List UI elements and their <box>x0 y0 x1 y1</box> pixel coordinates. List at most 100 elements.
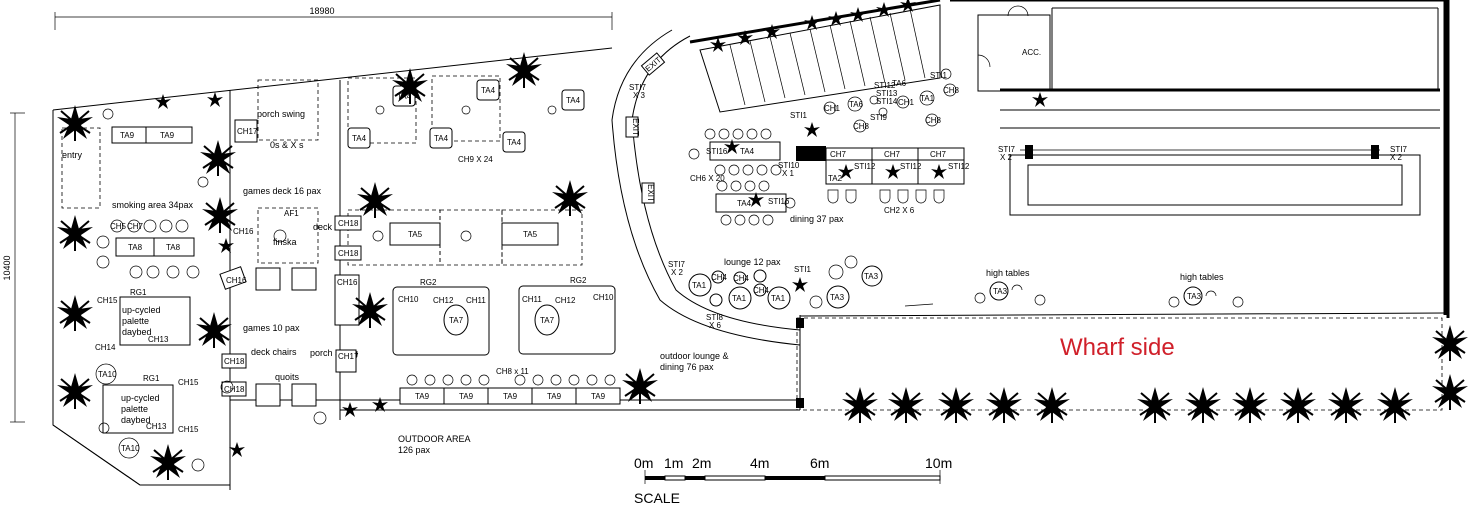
outdoor-area-label: OUTDOOR AREA <box>398 434 471 444</box>
ch8-label-2: CH8 <box>925 116 942 125</box>
smoking-area-label: smoking area 34pax <box>112 200 194 210</box>
high-tables-label-1: high tables <box>986 268 1030 278</box>
quoits-board-1 <box>255 383 281 407</box>
ta5-label-2: TA5 <box>523 230 538 239</box>
daybed-1-line-2: palette <box>122 316 149 326</box>
exit-sign-1 <box>640 52 666 76</box>
ch8-stools <box>406 374 616 386</box>
exit-sign-3 <box>641 182 655 204</box>
ta4-label-7: TA4 <box>740 147 755 156</box>
ch18-label-1: CH18 <box>338 219 359 228</box>
entry-label: entry <box>62 150 83 160</box>
ch16-label-2: CH16 <box>233 227 254 236</box>
ch7-label: CH7 <box>127 222 144 231</box>
chair-ch18-4 <box>221 381 247 397</box>
chair-ch16-1 <box>334 274 360 326</box>
sti8-label-top: STI1 <box>930 71 947 80</box>
scale-tick-1m: 1m <box>664 455 683 471</box>
table-ta9-2 <box>145 126 193 144</box>
scale-title: SCALE <box>634 490 680 506</box>
sti17-label-b: X 3 <box>633 91 646 100</box>
daybed-2-line-2: palette <box>121 404 148 414</box>
finska-label: finska <box>273 237 297 247</box>
sti10-label-a: STI10 <box>778 161 800 170</box>
ta4-tables <box>347 79 585 153</box>
ta1-label-upper: TA1 <box>920 94 935 103</box>
ta3-label-4: TA3 <box>1187 292 1202 301</box>
ta10-label-2: TA10 <box>121 444 140 453</box>
games-deck-label: games deck 16 pax <box>243 186 322 196</box>
deck-chair-2 <box>291 267 317 291</box>
ch4-label-2: CH4 <box>733 274 750 283</box>
sti17-label-a: STI7 <box>629 83 646 92</box>
sti14-label: STI14 <box>876 97 898 106</box>
ch2-count-label: CH2 X 6 <box>884 206 915 215</box>
daybed-2-line-1: up-cycled <box>121 393 160 403</box>
ta3-label-1: TA3 <box>864 272 879 281</box>
ch4-label-1: CH4 <box>711 273 728 282</box>
ta9-label-4: TA9 <box>459 392 474 401</box>
wharf-edge <box>799 312 1446 317</box>
ch7-label-2: CH7 <box>830 150 847 159</box>
rug-rg2-2 <box>518 285 616 355</box>
ch4-label-3: CH4 <box>753 286 770 295</box>
scale-tick-2m: 2m <box>692 455 711 471</box>
sti7-right-label-a: STI7 <box>998 145 1015 154</box>
porch-swing-label-2: porch swing <box>310 348 358 358</box>
ta8-label-1: TA8 <box>128 243 143 252</box>
ta7-label-2: TA7 <box>540 316 555 325</box>
ta8-label-3: TA6 <box>849 100 864 109</box>
ta5-label-1: TA5 <box>408 230 423 239</box>
sti12-label-4: STI12 <box>874 81 896 90</box>
ch8-count-label: CH8 x 11 <box>496 367 529 376</box>
ta3-label-3: TA3 <box>993 287 1008 296</box>
ch16-label-1: CH16 <box>337 278 358 287</box>
sti7-right-label-b: X 2 <box>1000 153 1013 162</box>
games-area-label: games 10 pax <box>243 323 300 333</box>
daybed-1 <box>119 296 191 346</box>
chair-ch16-2 <box>219 266 247 290</box>
chair-ch17-1 <box>234 119 258 143</box>
ta4-label-4: TA4 <box>352 134 367 143</box>
daybed-2 <box>102 384 174 434</box>
sti7-far-label-a: STI7 <box>1390 145 1407 154</box>
dining-area-label: dining 37 pax <box>790 214 844 224</box>
ta9-label-3: TA9 <box>415 392 430 401</box>
building <box>950 0 1450 318</box>
ta9-label-7: TA9 <box>591 392 606 401</box>
ch10-label-2: CH10 <box>593 293 614 302</box>
sti10-label-b: X 1 <box>782 169 795 178</box>
ta1-label-1: TA1 <box>692 281 707 290</box>
af1-label: AF1 <box>284 209 299 218</box>
table-ta5-1 <box>389 222 441 246</box>
ch18-label-3: CH18 <box>224 357 245 366</box>
curved-wall <box>611 29 804 410</box>
ta1-label-2: TA1 <box>732 294 747 303</box>
stairs <box>689 0 941 113</box>
rg2-label-2: RG2 <box>570 276 587 285</box>
exit-sign-2 <box>625 116 639 138</box>
deck-chairs-label-2: deck chairs <box>251 347 297 357</box>
ch8-label-1: CH8 <box>853 122 870 131</box>
porch-swing-label-1: porch swing <box>257 109 305 119</box>
ch18-label-2: CH18 <box>338 249 359 258</box>
ta4-label-3: TA4 <box>566 96 581 105</box>
ta1-label-3: TA1 <box>771 294 786 303</box>
high-tables <box>974 281 1244 308</box>
wharf-side-label: Wharf side <box>1060 334 1175 361</box>
ta8-label-2: TA8 <box>166 243 181 252</box>
outdoor-lounge-label-2: dining 76 pax <box>660 362 714 372</box>
ch15-label-2: CH15 <box>178 378 199 387</box>
ch9-count-label: CH9 X 24 <box>458 155 493 164</box>
ch7-label-4: CH7 <box>930 150 947 159</box>
ch15-label-3: CH15 <box>178 425 199 434</box>
high-tables-label-2: high tables <box>1180 272 1224 282</box>
exit-label-2: EXIT <box>631 118 640 136</box>
ch10-label-1: CH10 <box>398 295 419 304</box>
sti16-label-2: STI16 <box>768 197 790 206</box>
sti9-label: STI9 <box>870 113 887 122</box>
daybed-1-line-1: up-cycled <box>122 305 161 315</box>
rg1-label-2: RG1 <box>143 374 160 383</box>
ch12-label-2: CH12 <box>555 296 576 305</box>
